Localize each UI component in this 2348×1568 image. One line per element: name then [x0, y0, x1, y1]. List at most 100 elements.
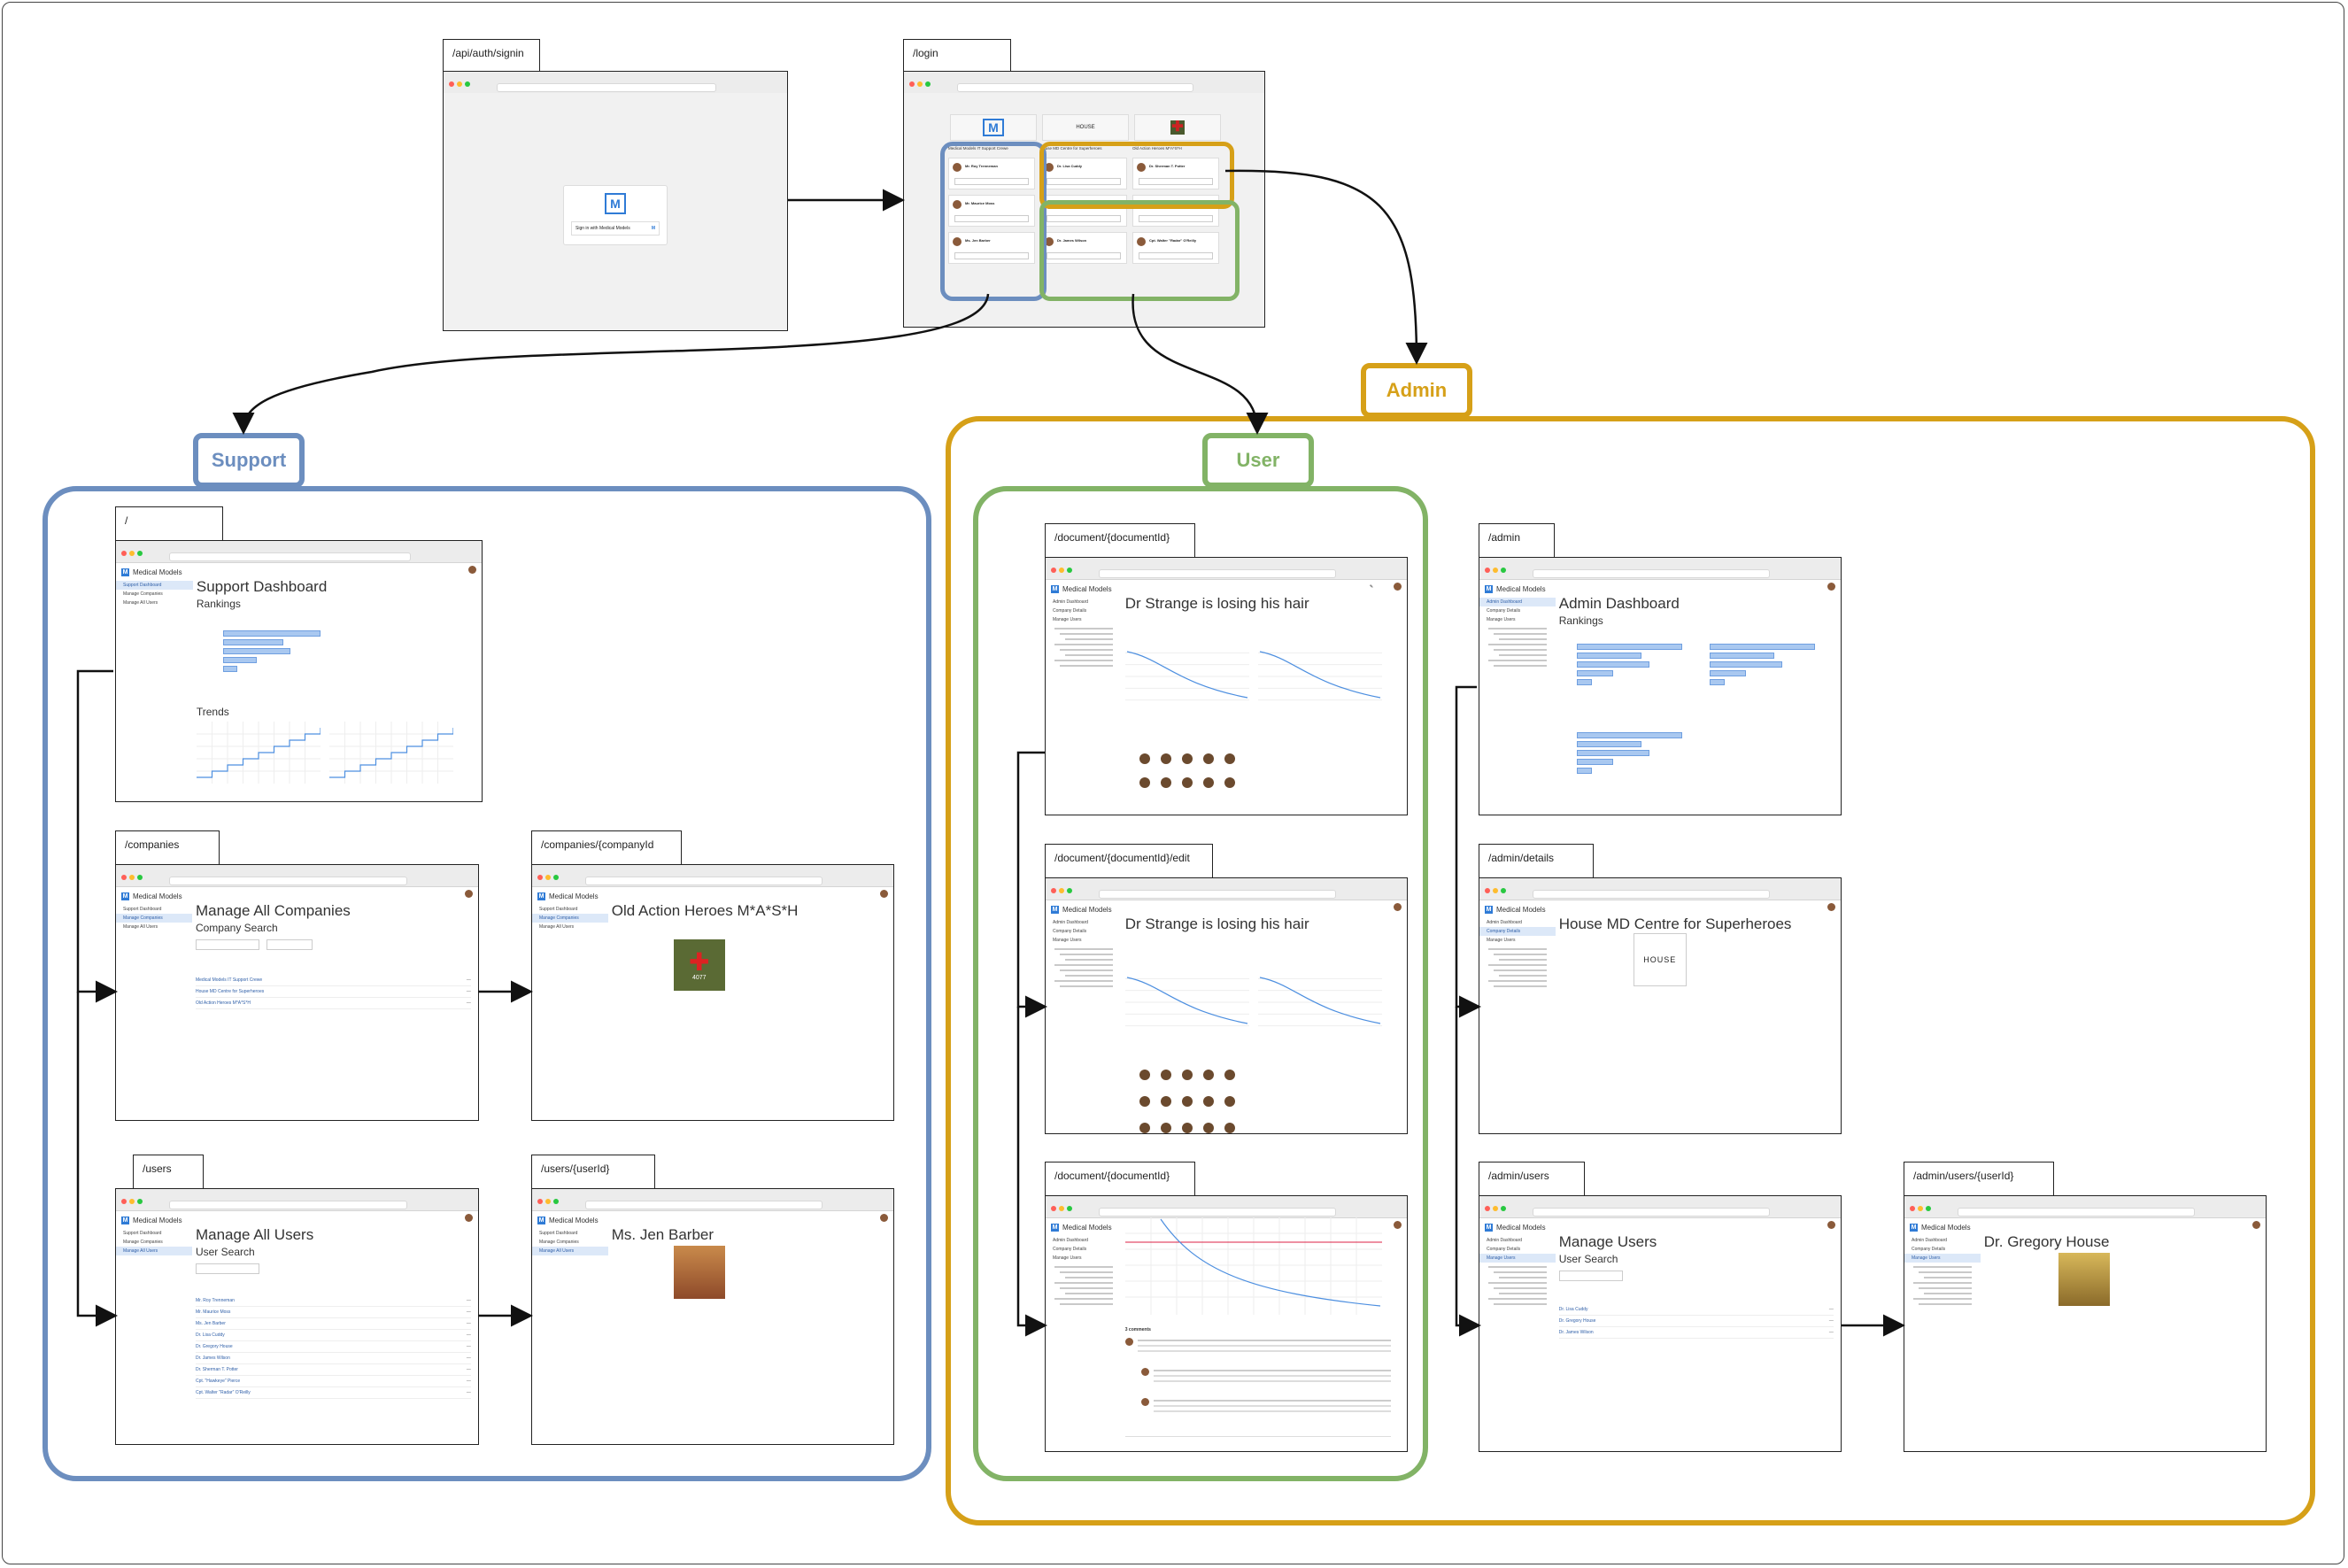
avatar[interactable] [468, 566, 476, 574]
status-select[interactable] [266, 939, 313, 950]
login-signin-button[interactable] [1139, 178, 1213, 185]
sidebar-item[interactable]: Manage Users [1487, 617, 1516, 622]
row-link[interactable]: Medical Models IT Support Crewe [195, 977, 263, 983]
sidebar-item[interactable]: Manage Users [1053, 938, 1082, 943]
tree-item[interactable] [1488, 660, 1547, 661]
tree-item[interactable] [1054, 964, 1113, 966]
tree-item[interactable] [1065, 975, 1113, 977]
tree-item[interactable] [1054, 644, 1113, 645]
sidebar-item[interactable]: Manage Users [1053, 617, 1082, 622]
tree-item[interactable] [1060, 665, 1113, 667]
sidebar-item[interactable]: Admin Dashboard [1053, 599, 1089, 605]
tree-item[interactable] [1488, 628, 1547, 630]
sidebar-item[interactable]: Admin Dashboard [1053, 920, 1089, 925]
tree-item[interactable] [1494, 954, 1547, 955]
table-row[interactable]: Medical Models IT Support Crewe— [195, 975, 471, 986]
tree-item[interactable] [1494, 969, 1547, 971]
row-link[interactable]: Dr. James Wilson [1558, 1330, 1594, 1335]
tree-item[interactable] [1919, 1303, 1972, 1305]
row-link[interactable]: Dr. Lisa Cuddy [195, 1332, 225, 1338]
sidebar-item[interactable]: Manage Users [1904, 1254, 1981, 1263]
tree-item[interactable] [1488, 1266, 1547, 1268]
avatar[interactable] [465, 1214, 473, 1222]
sidebar-item[interactable]: Company Details [1487, 608, 1521, 614]
tree-item[interactable] [1494, 649, 1547, 651]
tree-item[interactable] [1494, 1271, 1547, 1273]
row-link[interactable]: House MD Centre for Superheroes [195, 989, 265, 994]
login-signin-button[interactable] [954, 215, 1029, 222]
login-user-card[interactable]: Ms. Jen Barber [948, 232, 1035, 264]
sidebar-item[interactable]: Company Details [1479, 927, 1556, 936]
tree-item[interactable] [1060, 1271, 1113, 1273]
row-link[interactable]: Cpt. Walter "Radar" O'Reilly [195, 1390, 251, 1395]
sidebar-item[interactable]: Company Details [1912, 1247, 1946, 1252]
sidebar-item[interactable]: Admin Dashboard [1053, 1238, 1089, 1243]
sidebar-item[interactable]: Manage Companies [123, 1240, 163, 1245]
tree-item[interactable] [1499, 654, 1547, 656]
sidebar-item[interactable]: Manage Users [1479, 1254, 1556, 1263]
table-row[interactable]: Dr. Lisa Cuddy— [1558, 1304, 1834, 1316]
sidebar-item[interactable]: Admin Dashboard [1487, 920, 1523, 925]
edit-page-button[interactable]: ✎ [1369, 584, 1374, 590]
tree-item[interactable] [1494, 1287, 1547, 1289]
sidebar-item[interactable]: Manage Companies [123, 591, 163, 597]
sidebar-item[interactable]: Support Dashboard [123, 907, 162, 912]
tree-item[interactable] [1494, 665, 1547, 667]
tree-item[interactable] [1494, 1303, 1547, 1305]
sidebar-item[interactable]: Manage Companies [539, 1240, 579, 1245]
tree-item[interactable] [1919, 1271, 1972, 1273]
avatar[interactable] [880, 890, 888, 898]
tree-item[interactable] [1065, 638, 1113, 640]
tree-item[interactable] [1060, 1303, 1113, 1305]
tree-item[interactable] [1488, 980, 1547, 982]
user-search-input[interactable] [195, 1263, 259, 1274]
login-signin-button[interactable] [1047, 215, 1121, 222]
avatar[interactable] [1394, 903, 1402, 911]
row-link[interactable]: Dr. James Wilson [195, 1356, 230, 1361]
table-row[interactable]: Old Action Heroes M*A*S*H— [195, 998, 471, 1009]
sidebar-item[interactable]: Support Dashboard [116, 581, 193, 590]
tree-item[interactable] [1488, 1298, 1547, 1300]
login-signin-button[interactable] [954, 252, 1029, 259]
row-link[interactable]: Old Action Heroes M*A*S*H [195, 1000, 251, 1006]
tree-item[interactable] [1054, 660, 1113, 661]
sidebar-item[interactable]: Manage Users [1053, 1255, 1082, 1261]
sidebar-item[interactable]: Company Details [1487, 1247, 1521, 1252]
tree-item[interactable] [1065, 1293, 1113, 1294]
tree-item[interactable] [1065, 654, 1113, 656]
table-row[interactable]: Ms. Jen Barber— [195, 1318, 471, 1330]
tree-item[interactable] [1913, 1266, 1972, 1268]
table-row[interactable]: Mr. Maurice Moss— [195, 1307, 471, 1318]
tree-item[interactable] [1065, 1277, 1113, 1278]
tree-item[interactable] [1499, 638, 1547, 640]
row-link[interactable]: Dr. Gregory House [1558, 1318, 1596, 1324]
tree-item[interactable] [1488, 644, 1547, 645]
login-user-card[interactable]: Mr. Maurice Moss [948, 195, 1035, 227]
sidebar-item[interactable]: Admin Dashboard [1479, 598, 1556, 606]
table-row[interactable]: Dr. James Wilson— [1558, 1327, 1834, 1339]
tree-item[interactable] [1924, 1293, 1972, 1294]
avatar[interactable] [465, 890, 473, 898]
tree-item[interactable] [1054, 1282, 1113, 1284]
sidebar-item[interactable]: Company Details [1053, 929, 1087, 934]
table-row[interactable]: Dr. James Wilson— [195, 1353, 471, 1364]
company-search-input[interactable] [195, 939, 259, 950]
tree-item[interactable] [1054, 628, 1113, 630]
tree-item[interactable] [1054, 1266, 1113, 1268]
row-link[interactable]: Dr. Sherman T. Potter [195, 1367, 238, 1372]
avatar[interactable] [880, 1214, 888, 1222]
login-signin-button[interactable] [1139, 215, 1213, 222]
tree-item[interactable] [1054, 980, 1113, 982]
row-link[interactable]: Mr. Maurice Moss [195, 1309, 231, 1315]
tree-item[interactable] [1060, 649, 1113, 651]
row-link[interactable]: Ms. Jen Barber [195, 1321, 226, 1326]
tree-item[interactable] [1488, 948, 1547, 950]
comment-input[interactable] [1124, 1436, 1391, 1446]
login-signin-button[interactable] [1047, 178, 1121, 185]
login-user-card[interactable]: Mr. Roy Trenneman [948, 158, 1035, 189]
login-signin-button[interactable] [1047, 252, 1121, 259]
sidebar-item[interactable]: Manage All Users [123, 600, 158, 606]
sidebar-item[interactable]: Support Dashboard [539, 1231, 578, 1236]
tree-item[interactable] [1060, 985, 1113, 987]
